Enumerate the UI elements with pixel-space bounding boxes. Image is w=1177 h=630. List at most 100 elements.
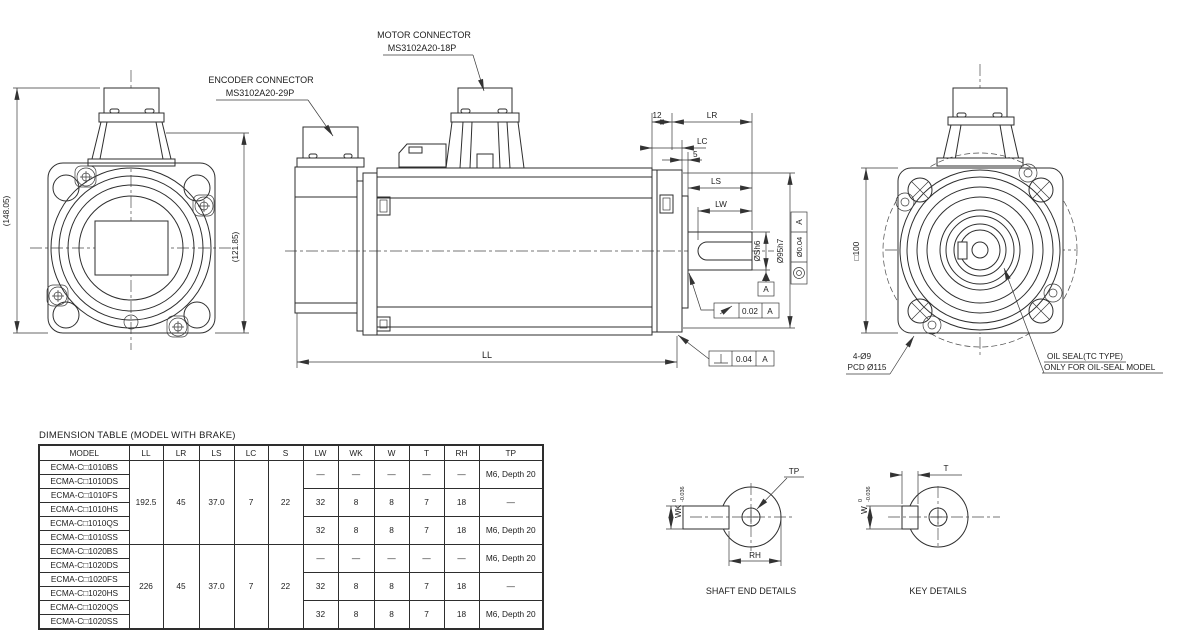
model-cell: ECMA-C□1020FS	[38, 572, 130, 587]
model-cell: ECMA-C□1020DS	[38, 558, 130, 573]
t-label: T	[943, 464, 948, 473]
datum-triangle-icon	[762, 272, 770, 281]
square-frame-dim: □100	[852, 241, 861, 260]
table-row: ECMA-C□1010QS 32 8 8 7 18 M6, Depth 20	[38, 516, 544, 545]
table-row: ECMA-C□1020FS 32 8 8 7 18 —	[38, 572, 544, 601]
keyway-notch	[957, 241, 968, 260]
col-model: MODEL	[38, 444, 130, 461]
motor-connector	[445, 87, 525, 169]
tp-label: TP	[789, 467, 800, 476]
overall-height-dim: (148.05)	[2, 195, 11, 226]
key-section-width-label: W 0 -0.036	[858, 486, 872, 514]
svg-text:ENCODER CONNECTOR: ENCODER CONNECTOR	[208, 75, 314, 85]
rh-label: RH	[749, 551, 761, 560]
oil-seal-ring	[939, 209, 1021, 291]
col-w: W	[373, 444, 410, 461]
model-cell: ECMA-C□1020HS	[38, 586, 130, 601]
model-cell: ECMA-C□1020SS	[38, 614, 130, 630]
brake-cover-plate	[94, 220, 169, 276]
junction-box	[398, 143, 447, 168]
perpendicularity-icon	[714, 354, 728, 364]
model-cell: ECMA-C□1020BS	[38, 544, 130, 559]
svg-text:OIL SEAL(TC TYPE): OIL SEAL(TC TYPE)	[1047, 352, 1123, 361]
body-height-dim: (121.85)	[231, 231, 240, 262]
side-view: 12 LR LC 5 LS LW ØSh6 A Ø95h7 A Ø0.04	[285, 87, 808, 368]
dimension-table: DIMENSION TABLE (MODEL WITH BRAKE) MODEL…	[38, 430, 544, 630]
datum-a-label: A	[763, 285, 769, 294]
table-row: ECMA-C□1020QS 32 8 8 7 18 M6, Depth 20	[38, 600, 544, 630]
dim-12: 12	[652, 111, 662, 120]
front-view: □100 4-Ø9 PCD Ø115 OIL SEAL(TC TYPE) ONL…	[846, 64, 1163, 375]
col-tp: TP	[478, 444, 544, 461]
svg-text:PCD Ø115: PCD Ø115	[848, 363, 887, 372]
svg-text:MS3102A20-18P: MS3102A20-18P	[388, 43, 457, 53]
rear-view: (148.05) (121.85)	[2, 70, 249, 350]
model-cell: ECMA-C□1010FS	[38, 488, 130, 503]
model-cell: ECMA-C□1010SS	[38, 530, 130, 545]
shaft	[687, 231, 753, 271]
svg-text:4-Ø9: 4-Ø9	[853, 352, 872, 361]
svg-text:Ø0.04: Ø0.04	[795, 237, 804, 257]
svg-text:0.04: 0.04	[736, 355, 752, 364]
key-details-caption: KEY DETAILS	[909, 586, 966, 596]
dim-lw: LW	[715, 200, 727, 209]
motor-connector-callout: MOTOR CONNECTOR MS3102A20-18P	[377, 30, 485, 92]
svg-text:A: A	[795, 219, 804, 225]
svg-text:0.02: 0.02	[742, 307, 758, 316]
runout-frame: 0.02 A	[688, 272, 780, 319]
col-ls: LS	[198, 444, 235, 461]
perpendicularity-frame: 0.04 A	[677, 334, 775, 367]
model-cell: ECMA-C□1010BS	[38, 460, 130, 475]
key-section	[901, 505, 919, 530]
col-wk: WK	[337, 444, 375, 461]
mounting-holes	[907, 177, 1054, 324]
model-cell: ECMA-C□1010HS	[38, 502, 130, 517]
dim-ls: LS	[711, 177, 722, 186]
concentricity-icon	[793, 267, 805, 279]
runout-icon	[719, 305, 733, 315]
mounting-hole	[183, 174, 211, 202]
dim-lr: LR	[707, 111, 718, 120]
svg-text:W: W	[860, 506, 869, 514]
col-rh: RH	[443, 444, 480, 461]
col-t: T	[408, 444, 445, 461]
svg-text:WK: WK	[674, 504, 683, 518]
shaft-end-details: WK 0 -0.036 TP RH SHAFT END DETAILS	[666, 467, 804, 596]
motor-outline-dashed-circle	[882, 152, 1078, 348]
col-lw: LW	[302, 444, 339, 461]
dim-ll: LL	[482, 350, 492, 360]
dim-5: 5	[693, 150, 698, 159]
key	[682, 505, 730, 530]
model-cell: ECMA-C□1010QS	[38, 516, 130, 531]
svg-text:ONLY FOR OIL-SEAL MODEL: ONLY FOR OIL-SEAL MODEL	[1044, 363, 1156, 372]
svg-text:-0.036: -0.036	[680, 486, 686, 502]
key-details: W 0 -0.036 T KEY DETAILS	[858, 464, 1000, 596]
shaft-end-caption: SHAFT END DETAILS	[706, 586, 796, 596]
svg-text:A: A	[762, 355, 768, 364]
pilot-diameter-label: Ø95h7	[776, 238, 785, 263]
table-row: ECMA-C□1010FS 32 8 8 7 18 —	[38, 488, 544, 517]
table-row: ECMA-C□1020BS 226 45 37.0 7 22 — — — — —…	[38, 544, 544, 630]
svg-text:-0.036: -0.036	[866, 486, 872, 502]
mounting-hole	[183, 301, 211, 329]
col-s: S	[267, 444, 304, 461]
col-ll: LL	[128, 444, 164, 461]
model-cell: ECMA-C□1020QS	[38, 600, 130, 615]
col-lr: LR	[162, 444, 200, 461]
cover-screws	[895, 163, 1063, 335]
mounting-hole	[52, 301, 80, 329]
encoder-connector-callout: ENCODER CONNECTOR MS3102A20-29P	[208, 75, 334, 137]
svg-text:0: 0	[672, 499, 678, 502]
svg-text:A: A	[767, 307, 773, 316]
key-width-tolerance-label: WK 0 -0.036	[672, 486, 686, 518]
svg-text:MS3102A20-29P: MS3102A20-29P	[226, 88, 295, 98]
col-lc: LC	[233, 444, 269, 461]
front-connector	[936, 87, 1024, 167]
dimension-table-title: DIMENSION TABLE (MODEL WITH BRAKE)	[39, 430, 236, 441]
model-cell: ECMA-C□1010DS	[38, 474, 130, 489]
svg-text:0: 0	[858, 499, 864, 502]
svg-text:MOTOR CONNECTOR: MOTOR CONNECTOR	[377, 30, 471, 40]
table-header-row: MODEL LL LR LS LC S LW WK W T RH TP	[38, 444, 544, 461]
rear-connector	[87, 87, 176, 167]
